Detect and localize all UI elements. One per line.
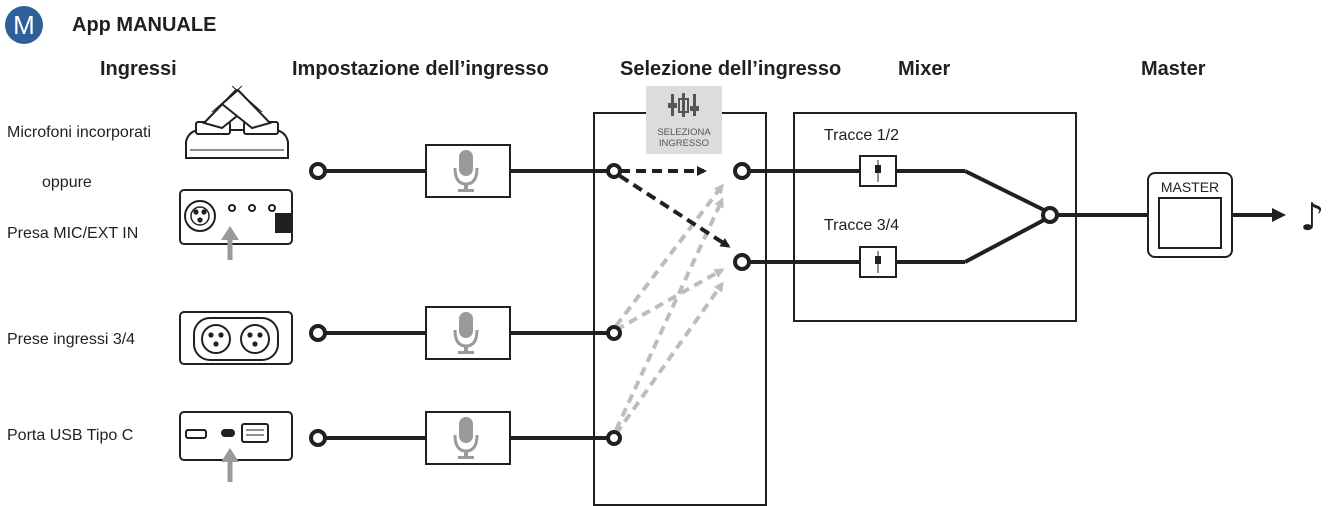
input-setting-box-3 <box>425 306 511 360</box>
select-node-in-1 <box>606 163 622 179</box>
route-1-to-34 <box>618 174 731 248</box>
mixer-track-1-2-label: Tracce 1/2 <box>824 127 899 144</box>
input-terminal-1 <box>309 162 327 180</box>
input-setting-box-usb <box>425 411 511 465</box>
route-usb-to-34 <box>614 281 724 436</box>
mixer-box <box>793 112 1077 322</box>
microphone-icon <box>453 150 479 192</box>
select-button-label-1: SELEZIONA <box>657 127 711 138</box>
select-node-out-34 <box>733 253 751 271</box>
column-heading-mixer: Mixer <box>898 58 951 80</box>
microphone-icon <box>453 312 479 354</box>
input-setting-box-1 <box>425 144 511 198</box>
route-3-to-34 <box>615 268 725 332</box>
track-12-fader <box>859 155 897 187</box>
manual-app-badge: M <box>5 6 43 44</box>
label-or: oppure <box>42 174 92 191</box>
column-heading-input-selection: Selezione dell’ingresso <box>620 58 842 80</box>
select-node-in-3 <box>606 325 622 341</box>
select-input-button[interactable]: SELEZIONA INGRESSO <box>646 86 722 154</box>
mixer-track-3-4-label: Tracce 3/4 <box>824 217 899 234</box>
input-terminal-usb <box>309 429 327 447</box>
column-heading-master: Master <box>1141 58 1206 80</box>
select-button-label-2: INGRESSO <box>659 138 709 149</box>
mix-line-34-c <box>964 218 1045 264</box>
route-usb-to-12 <box>614 197 724 431</box>
label-inputs-3-4: Prese ingressi 3/4 <box>7 331 136 348</box>
inputs-34-illustration <box>179 311 293 365</box>
label-mic-ext-jack: Presa MIC/EXT IN <box>7 225 139 242</box>
track-34-fader <box>859 246 897 278</box>
fader-select-icon <box>668 93 699 117</box>
input-terminal-3 <box>309 324 327 342</box>
master-box: MASTER <box>1147 172 1233 258</box>
select-node-in-usb <box>606 430 622 446</box>
microphone-icon <box>453 417 479 459</box>
mic-ext-jack-illustration <box>179 189 293 245</box>
page-title: App MANUALE <box>72 14 217 36</box>
master-label: MASTER <box>1161 179 1219 195</box>
builtin-mics-illustration <box>185 85 289 159</box>
label-builtin-mics: Microfoni incorporati <box>7 124 152 141</box>
music-note-icon: ♪ <box>1300 195 1324 239</box>
mix-node <box>1041 206 1059 224</box>
column-heading-inputs: Ingressi <box>100 58 177 80</box>
column-heading-input-settings: Impostazione dell’ingresso <box>292 58 549 80</box>
select-node-out-12 <box>733 162 751 180</box>
mix-line-12-c <box>964 169 1045 212</box>
label-usb-c: Porta USB Tipo C <box>7 427 134 444</box>
usb-c-illustration <box>179 411 293 461</box>
